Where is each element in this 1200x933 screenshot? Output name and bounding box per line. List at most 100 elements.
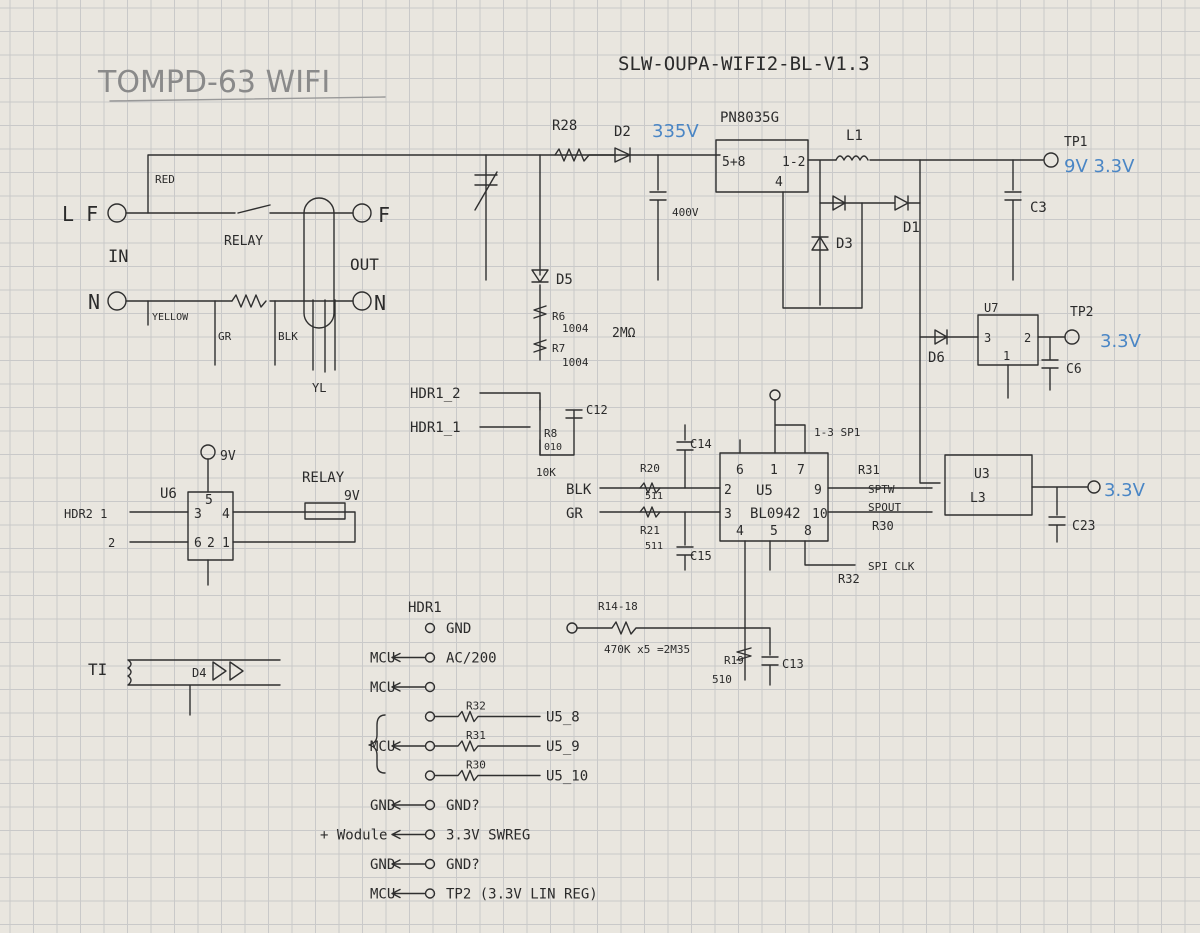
value-r21: 511 [645, 541, 663, 552]
hdr1-row: GND GND? [370, 857, 480, 873]
u6-pin2: 2 [207, 536, 215, 551]
wire-red: RED [155, 173, 175, 186]
label-c14: C14 [690, 437, 712, 451]
hdr1-row-resistor: R31 [466, 729, 486, 742]
u6-pin5: 5 [205, 493, 213, 508]
label-hdr1-2: HDR1_2 [410, 386, 461, 402]
label-r28: R28 [552, 118, 577, 134]
hdr1-list-title: HDR1 [408, 600, 442, 616]
hdr1-row-left: MCU [370, 680, 395, 696]
u6-pin3: 3 [194, 507, 202, 522]
u5-pin9: 9 [814, 483, 822, 498]
label-tp1: TP1 [1064, 135, 1087, 150]
u6-pin1: 1 [222, 536, 230, 551]
label-r32: R32 [838, 572, 860, 586]
label-d2: D2 [614, 124, 631, 140]
pin-4: 4 [775, 175, 783, 190]
label-hdr1-1: HDR1_1 [410, 420, 461, 436]
label-u5: U5 [756, 483, 773, 499]
u7-pin3: 3 [984, 331, 991, 345]
value-r8: 010 [544, 442, 562, 453]
label-u7: U7 [984, 301, 998, 315]
label-u3-voltage: 3.3V [1104, 480, 1146, 501]
hdr1-row-target: U5_9 [546, 739, 580, 755]
label-c13: C13 [782, 657, 804, 671]
label-tp2: TP2 [1070, 305, 1093, 320]
u5-pin2: 2 [724, 483, 732, 498]
label-400v: 400V [672, 206, 699, 219]
hdr1-row: MCU [370, 680, 436, 696]
label-r6: R6 [552, 310, 565, 323]
u5-pin4: 4 [736, 524, 744, 539]
label-hdr2: HDR2 1 [64, 507, 107, 521]
label-sptw: SPTW [868, 483, 895, 496]
hdr1-row-target: U5_10 [546, 769, 588, 785]
hdr1-row-left: GND [370, 857, 395, 873]
label-pn8035g: PN8035G [720, 110, 779, 126]
label-sp1: 1-3 SP1 [814, 426, 860, 439]
terminal-out: OUT [350, 255, 379, 274]
wiring [107, 139, 1101, 716]
value-r6: 1004 [562, 322, 589, 335]
label-u6-9v: 9V [220, 449, 236, 464]
label-c15: C15 [690, 549, 712, 563]
label-tp2-voltage: 3.3V [1100, 331, 1142, 352]
terminal-n-out: N [374, 291, 386, 315]
u6-pin6: 6 [194, 536, 202, 551]
label-spout: SPOUT [868, 501, 901, 514]
hdr1-row-right: GND? [446, 798, 480, 814]
hdr1-row-right: GND [446, 621, 471, 637]
label-r7: R7 [552, 342, 565, 355]
terminal-f-out: F [378, 203, 390, 227]
terminal-in: IN [108, 247, 128, 267]
label-10k: 10K [536, 466, 556, 479]
hdr1-row-left: MCU [370, 651, 395, 667]
value-r19: 510 [712, 673, 732, 686]
u6-pin4: 4 [222, 507, 230, 522]
label-c6: C6 [1066, 362, 1082, 377]
pin-1-2: 1-2 [782, 155, 805, 170]
label-gr-in: GR [566, 506, 583, 522]
pin-5-8: 5+8 [722, 155, 745, 170]
u7-pin1: 1 [1003, 349, 1010, 363]
terminal-n: N [88, 290, 100, 314]
value-r7: 1004 [562, 356, 589, 369]
u5-pin7: 7 [797, 463, 805, 478]
label-r19: R19 [724, 654, 744, 667]
label-470k: 470K x5 =2M35 [604, 643, 690, 656]
label-l3: L3 [970, 491, 986, 506]
label-relay-coil: RELAY [302, 470, 345, 486]
hdr1-row-resistor: R32 [466, 700, 486, 713]
hdr1-row-right: GND? [446, 857, 480, 873]
terminal-lf: L F [62, 202, 98, 226]
label-tp1-voltage: 9V 3.3V [1064, 156, 1135, 177]
label-r8: R8 [544, 427, 557, 440]
u5-pin8: 8 [804, 524, 812, 539]
label-u3: U3 [974, 467, 990, 482]
label-blk-in: BLK [566, 482, 592, 498]
label-r14-18: R14-18 [598, 600, 638, 613]
label-spi-clk: SPI CLK [868, 560, 915, 573]
u5-pin10: 10 [812, 507, 828, 522]
label-l1: L1 [846, 128, 863, 144]
label-d3: D3 [836, 236, 853, 252]
board-name: SLW-OUPA-WIFI2-BL-V1.3 [618, 53, 870, 75]
u5-pin3: 3 [724, 507, 732, 522]
label-r31: R31 [858, 463, 880, 477]
label-r30: R30 [872, 519, 894, 533]
hdr1-row-left: MCU [370, 887, 395, 903]
hdr1-row-resistor: R30 [466, 759, 486, 772]
hdr1-row-right: AC/200 [446, 651, 497, 667]
pin-dot [424, 622, 436, 634]
label-relay-9v: 9V [344, 489, 360, 504]
label-ti: TI [88, 660, 107, 679]
wire-gr: GR [218, 330, 232, 343]
wire-blk: BLK [278, 330, 298, 343]
